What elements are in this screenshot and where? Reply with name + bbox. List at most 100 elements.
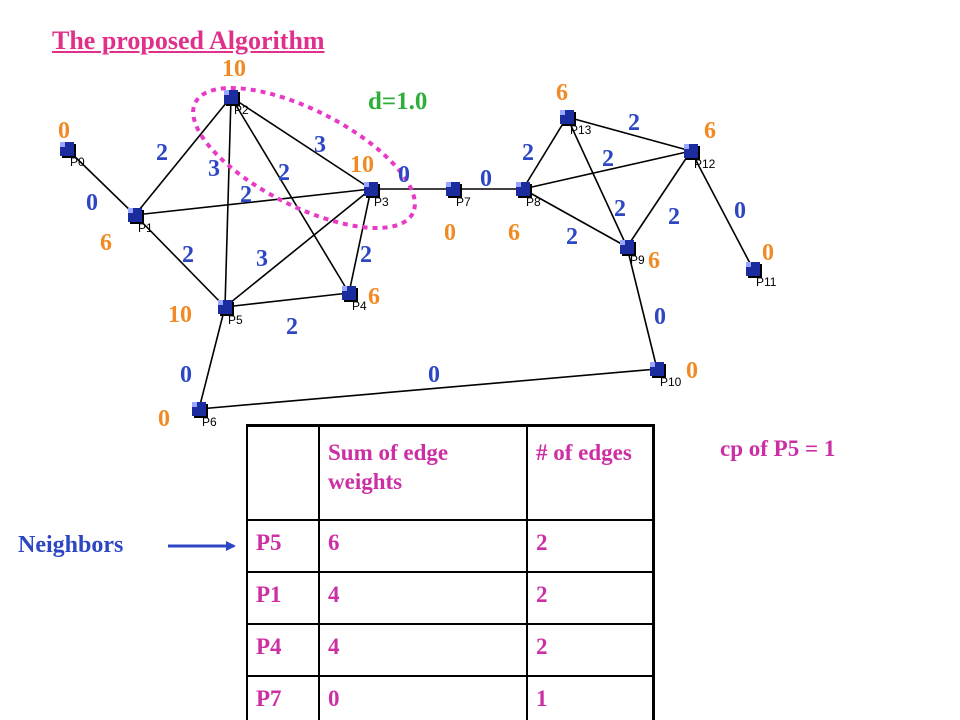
node-icon [192, 402, 208, 418]
node-icon [342, 286, 358, 302]
node-value-label: 6 [368, 284, 380, 310]
node-id-label: P0 [70, 155, 85, 169]
node-id-label: P11 [756, 275, 777, 289]
table-cell: 4 [318, 623, 528, 677]
edge-weight-label: 2 [628, 110, 640, 136]
node-value-label: 6 [556, 80, 568, 106]
d-parameter-label: d=1.0 [368, 88, 428, 115]
table-row: P4 4 2 [246, 623, 655, 677]
node-id-label: P6 [202, 415, 217, 429]
node-value-label: 0 [158, 406, 170, 432]
edge-weight-label: 3 [208, 156, 220, 182]
table-header-row: Sum of edge weights # of edges [246, 424, 655, 521]
edge-weight-label: 2 [602, 146, 614, 172]
node-id-label: P5 [228, 313, 243, 327]
edge-weight-label: 0 [654, 304, 666, 330]
edge-weight-label: 0 [180, 362, 192, 388]
node-value-label: 6 [508, 220, 520, 246]
neighbors-table: Sum of edge weights # of edges P5 6 2 P1… [246, 424, 655, 720]
node-icon [218, 300, 234, 316]
edge-weight-label: 0 [428, 362, 440, 388]
table-cell: P7 [246, 675, 320, 720]
graph-edge-p12-p9 [626, 150, 692, 248]
graph-node-p7: P7 [446, 182, 471, 209]
edge-weight-label: 2 [360, 242, 372, 268]
node-icon [60, 142, 76, 158]
table-cell: P1 [246, 571, 320, 625]
node-icon [364, 182, 380, 198]
node-value-label: 0 [686, 358, 698, 384]
edge-weight-label: 3 [256, 246, 268, 272]
table-cell: 2 [526, 519, 655, 573]
highlight-ellipse [191, 86, 417, 230]
graph-edge-p13-p9 [566, 116, 628, 248]
node-value-label: 0 [444, 220, 456, 246]
neighbors-label: Neighbors [18, 532, 124, 558]
node-id-label: P7 [456, 195, 471, 209]
graph-edge-p8-p9 [522, 188, 628, 248]
graph-node-p12: P12 [684, 144, 716, 171]
edge-weight-label: 0 [734, 198, 746, 224]
node-icon [620, 240, 636, 256]
graph-node-p0: P0 [60, 142, 85, 169]
graph-node-p2: P2 [224, 90, 249, 117]
table-cell: 4 [318, 571, 528, 625]
edge-weight-label: 2 [182, 242, 194, 268]
graph-edge-p0-p1 [66, 148, 136, 216]
graph-edge-p9-p10 [626, 246, 658, 370]
graph-node-p9: P9 [620, 240, 645, 267]
table-header-cell: Sum of edge weights [318, 424, 528, 521]
edge-weight-label: 2 [156, 140, 168, 166]
graph-node-p6: P6 [192, 402, 217, 429]
node-icon [746, 262, 762, 278]
table-cell: 0 [318, 675, 528, 720]
edge-weight-label: 2 [286, 314, 298, 340]
table-row: P1 4 2 [246, 571, 655, 625]
edge-weight-label: 2 [278, 160, 290, 186]
table-cell: P5 [246, 519, 320, 573]
node-icon [224, 90, 240, 106]
edge-weight-label: 2 [522, 140, 534, 166]
node-icon [446, 182, 462, 198]
node-id-label: P8 [526, 195, 541, 209]
graph-node-p3: P3 [364, 182, 389, 209]
graph-node-p4: P4 [342, 286, 367, 313]
graph-edge-p8-p12 [522, 150, 692, 190]
graph-edge-p1-p5 [134, 214, 226, 308]
graph-edge-p13-p12 [566, 116, 692, 152]
graph-node-p10: P10 [650, 362, 682, 389]
node-id-label: P9 [630, 253, 645, 267]
graph-edge-p2-p4 [230, 96, 350, 294]
node-value-label: 10 [222, 56, 246, 82]
graph-edge-p12-p11 [690, 150, 754, 270]
node-id-label: P12 [694, 157, 716, 171]
graph-edge-p1-p2 [134, 96, 232, 216]
edge-weight-label: 2 [668, 204, 680, 230]
graph-edge-p1-p3 [134, 188, 372, 216]
table-cell: P4 [246, 623, 320, 677]
node-value-label: 0 [58, 118, 70, 144]
node-id-label: P3 [374, 195, 389, 209]
graph-edge-p3-p5 [224, 188, 372, 308]
table-row: P5 6 2 [246, 519, 655, 573]
graph-edge-p2-p5 [224, 96, 232, 308]
table-cell: 2 [526, 571, 655, 625]
edge-weight-label: 2 [566, 224, 578, 250]
node-icon [516, 182, 532, 198]
edge-weight-label: 2 [614, 196, 626, 222]
node-icon [128, 208, 144, 224]
graph-edge-p5-p6 [198, 306, 226, 410]
table-cell: 6 [318, 519, 528, 573]
graph-edge-p4-p5 [224, 292, 350, 308]
cp-result-label: cp of P5 = 1 [720, 436, 836, 461]
graph-edge-p8-p13 [522, 116, 568, 190]
node-id-label: P4 [352, 299, 367, 313]
node-id-label: P2 [234, 103, 249, 117]
edge-weight-label: 0 [398, 162, 410, 188]
node-id-label: P13 [570, 123, 592, 137]
graph-node-p1: P1 [128, 208, 153, 235]
node-value-label: 10 [350, 152, 374, 178]
graph-node-p8: P8 [516, 182, 541, 209]
